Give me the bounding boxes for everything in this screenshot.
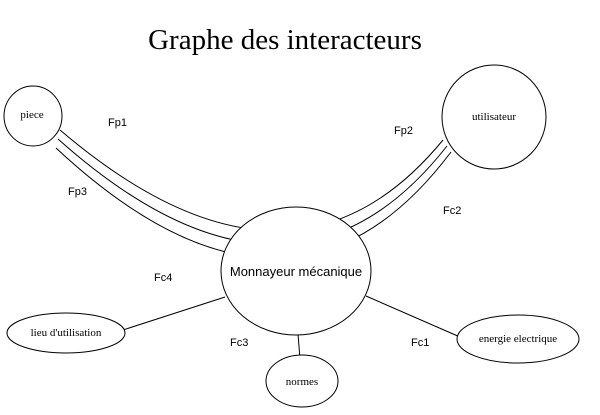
diagram-title: Graphe des interacteurs <box>148 24 422 56</box>
node-normes: normes <box>265 354 339 408</box>
energie-ellipse <box>456 314 580 364</box>
lieu-ellipse <box>6 312 126 354</box>
fc1-label: Fc1 <box>411 337 429 349</box>
node-monnayeur: Monnayeur mécanique <box>220 206 372 336</box>
piece-label: piece <box>20 109 43 121</box>
function-labels: Fp1 Fp2 Fp3 Fc2 Fc4 Fc3 Fc1 <box>68 117 461 349</box>
node-utilisateur: utilisateur <box>441 64 547 170</box>
utilisateur-ellipse <box>441 64 547 170</box>
normes-label: normes <box>286 376 318 388</box>
fc4-link <box>122 296 226 331</box>
lieu-label: lieu d'utilisation <box>31 327 102 339</box>
fp1-label: Fp1 <box>108 117 127 129</box>
node-energie: energie electrique <box>456 314 580 364</box>
node-lieu: lieu d'utilisation <box>6 312 126 354</box>
fc3-label: Fc3 <box>230 337 248 349</box>
monnayeur-label: Monnayeur mécanique <box>230 264 362 279</box>
fp1-link <box>59 129 444 232</box>
fp2-label: Fp2 <box>394 125 413 137</box>
fp3-label: Fp3 <box>68 186 87 198</box>
monnayeur-ellipse <box>220 206 372 336</box>
fc2-label: Fc2 <box>443 205 461 217</box>
normes-ellipse <box>265 354 339 408</box>
utilisateur-label: utilisateur <box>472 111 516 123</box>
piece-ellipse <box>3 85 63 147</box>
energie-label: energie electrique <box>479 333 557 345</box>
fc1-link <box>365 295 461 338</box>
node-piece: piece <box>3 85 63 147</box>
fc4-label: Fc4 <box>154 272 172 284</box>
